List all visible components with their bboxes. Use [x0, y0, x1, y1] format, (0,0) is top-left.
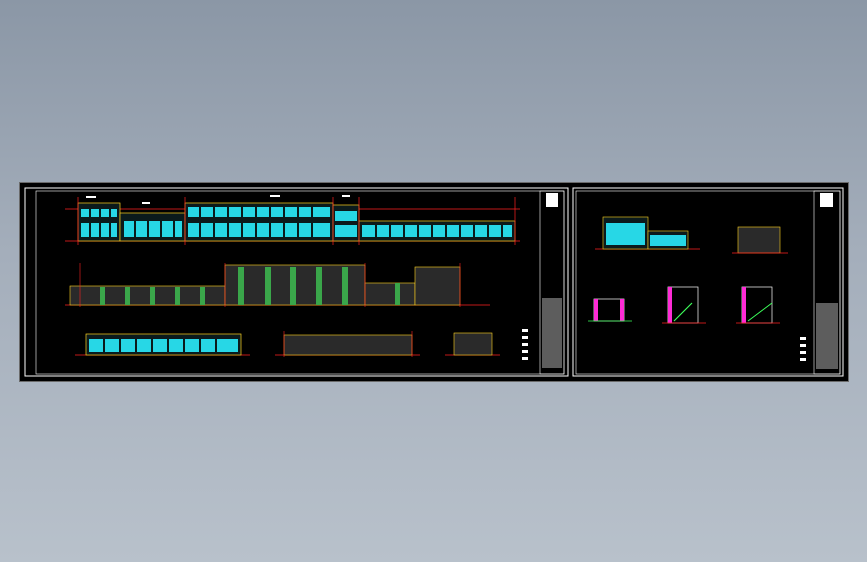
- title-block-2: [813, 190, 841, 375]
- sheet-1: [24, 187, 569, 377]
- legend-2: [800, 337, 806, 361]
- rear-elevation: [75, 333, 250, 356]
- stair-section-3: [736, 286, 780, 324]
- end-section: [445, 332, 500, 356]
- partial-elevation: [595, 216, 700, 250]
- sheet-2: [572, 187, 844, 377]
- front-elevation: [65, 195, 520, 245]
- cad-drawing-canvas[interactable]: [19, 182, 849, 382]
- long-section: [65, 263, 490, 307]
- wall-section: [732, 226, 788, 254]
- symbol-legend: [522, 329, 528, 360]
- stair-section-2: [662, 286, 706, 324]
- side-section: [275, 331, 420, 357]
- title-block: [539, 190, 565, 375]
- stair-section-1: [588, 298, 632, 322]
